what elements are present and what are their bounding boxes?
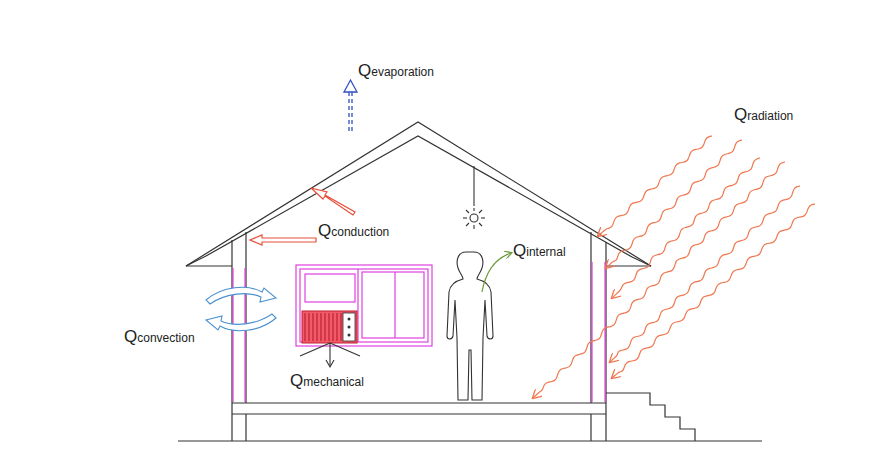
evaporation-arrow (344, 80, 357, 131)
evaporation-label: Qevaporation (358, 62, 434, 79)
fin-stroke (333, 313, 334, 341)
air-conditioner (302, 311, 357, 343)
mechanical-arrows (300, 343, 360, 367)
radiation-wave (612, 204, 815, 378)
conduction-label: Qconduction (318, 222, 389, 239)
fin-stroke (329, 313, 330, 341)
radiation-wave (612, 158, 760, 298)
fin-stroke (325, 313, 326, 341)
ground (178, 440, 762, 441)
wall-membrane (233, 262, 605, 402)
radiation-waves (533, 136, 815, 398)
mechanical-label: Qmechanical (290, 372, 364, 389)
fin-stroke (337, 313, 338, 341)
fin-stroke (309, 313, 310, 341)
internal-label: Qinternal (513, 242, 566, 259)
convection-arrows (206, 287, 276, 330)
radiation-wave (606, 140, 742, 268)
radiation-wave (533, 162, 785, 398)
fin-stroke (313, 313, 314, 341)
house-structure (186, 122, 695, 441)
radiation-label: Qradiation (734, 106, 793, 123)
radiation-wave (610, 186, 800, 362)
fin-stroke (321, 313, 322, 341)
convection-label: Qconvection (124, 328, 195, 345)
fin-stroke (317, 313, 318, 341)
internal-arrow (482, 253, 511, 292)
lamp (463, 166, 485, 229)
radiation-wave (598, 136, 712, 236)
fin-stroke (305, 313, 306, 341)
person (447, 252, 493, 400)
fin-stroke (341, 313, 342, 341)
window-unit (296, 265, 432, 346)
